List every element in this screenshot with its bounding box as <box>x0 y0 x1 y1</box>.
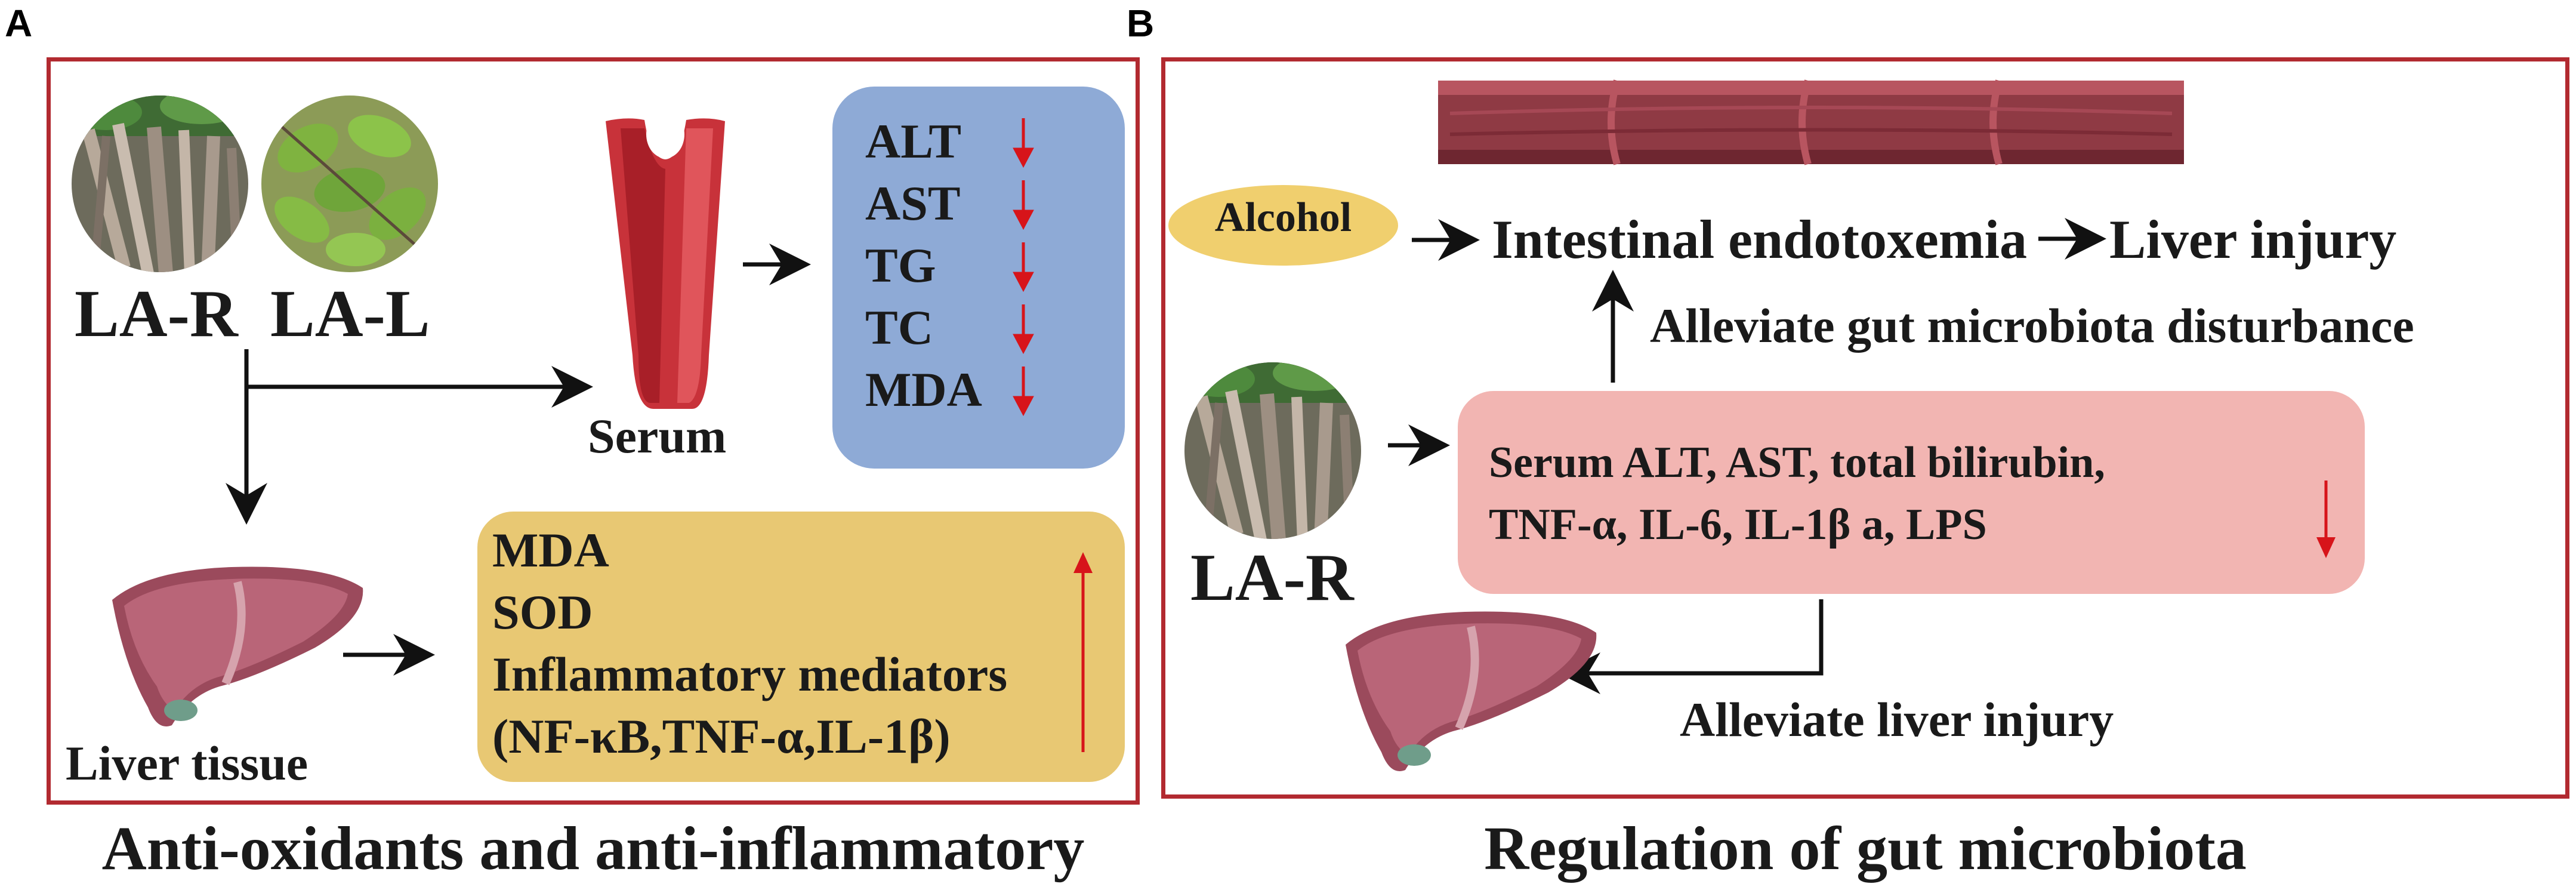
serum-marker-alt: ALT <box>865 114 962 168</box>
serum-indicators-line1: Serum ALT, AST, total bilirubin, <box>1489 438 2105 487</box>
liver-markers-list: MDA SOD Inflammatory mediators (NF-κB,TN… <box>492 519 1007 768</box>
panel-a-caption: Anti-oxidants and anti-inflammatory <box>101 814 1085 883</box>
panel-b-arrows <box>1388 218 2106 694</box>
serum-down-arrows <box>1013 118 1034 417</box>
down-arrow-icon <box>2316 481 2336 558</box>
liver-marker-sod: SOD <box>492 585 593 639</box>
gut-microbiota-label: Alleviate gut microbiota disturbance <box>1650 298 2414 353</box>
panel-a-frame <box>47 57 1140 805</box>
liver-marker-mediators: (NF-κB,TNF-α,IL-1β) <box>492 709 951 763</box>
serum-markers-list: ALT AST TG TC MDA <box>865 110 982 421</box>
panel-b-letter: B <box>1127 2 1155 45</box>
alcohol-oval <box>1168 185 1398 266</box>
blood-vessel-icon <box>606 110 725 409</box>
panel-b-caption: Regulation of gut microbiota <box>1484 814 2247 883</box>
liver-tissue-label: Liver tissue <box>66 736 308 790</box>
serum-marker-tg: TG <box>865 238 936 292</box>
serum-indicators-line2: TNF-α, IL-6, IL-1β a, LPS <box>1489 500 1987 549</box>
down-arrow-head <box>1013 396 1034 417</box>
up-arrow-icon <box>1073 552 1093 752</box>
panel-b-frame <box>1161 57 2569 799</box>
down-arrow-head <box>1013 210 1034 230</box>
root-plant-label-b: LA-R <box>1190 541 1354 615</box>
endotoxemia-label: Intestinal endotoxemia <box>1492 209 2027 270</box>
serum-marker-mda: MDA <box>865 362 982 417</box>
liver-icon <box>112 566 363 726</box>
down-arrow-head <box>1013 147 1034 168</box>
liver-marker-inflammatory: Inflammatory mediators <box>492 647 1008 701</box>
alleviate-liver-label: Alleviate liver injury <box>1680 692 2114 747</box>
root-plant-image <box>72 96 248 272</box>
liver-injury-label: Liver injury <box>2109 209 2397 270</box>
serum-markers-box <box>832 87 1125 469</box>
liver-icon-b <box>1346 611 1597 771</box>
panel-a-arrows <box>226 244 811 676</box>
intestine-icon <box>1438 79 2184 165</box>
serum-label: Serum <box>588 409 727 463</box>
panel-a-letter: A <box>5 2 33 45</box>
serum-marker-tc: TC <box>865 300 933 355</box>
root-plant-image-b <box>1184 362 1361 539</box>
root-plant-label: LA-R <box>75 277 238 351</box>
serum-indicators-box <box>1458 391 2365 594</box>
serum-indicators-text: Serum ALT, AST, total bilirubin, TNF-α, … <box>1489 432 2105 556</box>
down-arrow-head <box>1013 334 1034 355</box>
liver-markers-box <box>477 512 1125 782</box>
leaf-plant-image <box>261 96 438 272</box>
liver-marker-mda: MDA <box>492 523 609 577</box>
serum-marker-ast: AST <box>865 176 961 230</box>
down-arrow-head <box>1013 272 1034 292</box>
alcohol-label: Alcohol <box>1214 195 1352 241</box>
leaf-plant-label: LA-L <box>270 277 430 351</box>
